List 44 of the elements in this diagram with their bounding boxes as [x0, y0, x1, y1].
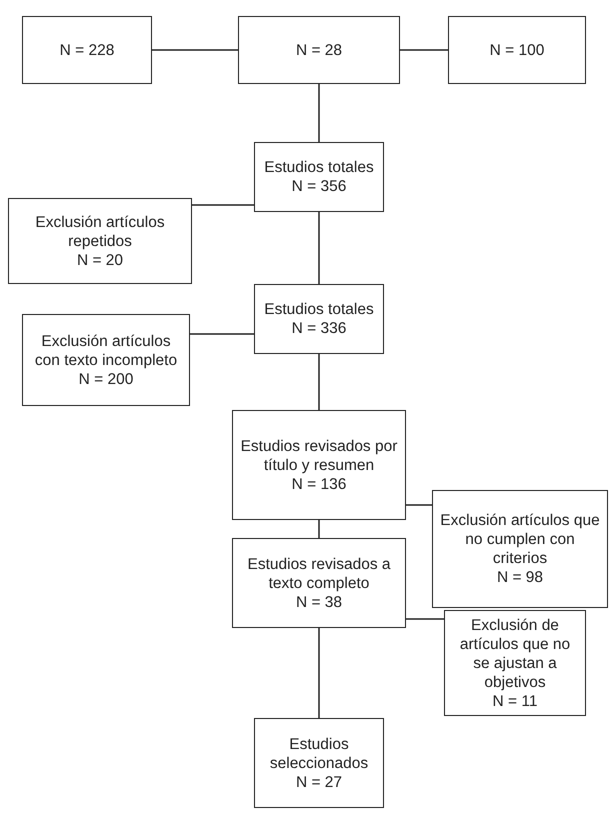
box-text: Estudios revisados por título y resumen [240, 436, 398, 474]
box-text: N = 28 [296, 40, 342, 60]
connector-line [152, 49, 238, 51]
box-text: N = 11 [492, 692, 538, 710]
process-box [254, 142, 384, 212]
connector-line [318, 520, 320, 538]
connector-line [318, 212, 320, 284]
process-box [448, 16, 586, 84]
connector-line [318, 84, 320, 142]
box-text: Estudios totales [264, 158, 374, 177]
process-box [8, 198, 192, 284]
process-box [22, 314, 190, 406]
box-text: Estudios seleccionados [268, 734, 370, 772]
process-box [432, 490, 608, 608]
box-text: N = 100 [490, 40, 544, 60]
process-box [22, 16, 152, 84]
box-text: Exclusión de artículos que no se ajustan a objetivos [458, 616, 572, 692]
process-box [232, 538, 406, 628]
connector-line [318, 628, 320, 718]
box-text: N = 136 [292, 474, 346, 494]
box-text: N = 98 [496, 568, 544, 587]
process-box [254, 718, 384, 808]
box-text: N = 27 [296, 772, 342, 792]
connector-line [400, 49, 448, 51]
box-text: N = 38 [296, 592, 342, 612]
process-box [238, 16, 400, 84]
box-text: Exclusión artículos repetidos [34, 212, 166, 250]
connector-line [406, 504, 432, 506]
process-box [254, 284, 384, 354]
box-text: N = 336 [292, 319, 346, 338]
box-text: N = 228 [60, 40, 114, 60]
box-text: Estudios totales [264, 300, 374, 319]
box-text: Exclusión artículos con texto incompleto [34, 332, 178, 370]
box-text: N = 200 [78, 370, 134, 388]
box-text: Exclusión artículos que no cumplen con criterios [439, 511, 601, 568]
box-text: N = 20 [76, 250, 124, 270]
connector-line [406, 618, 444, 620]
box-text: N = 356 [292, 177, 346, 196]
connector-line [190, 333, 254, 335]
connector-line [192, 204, 254, 206]
connector-line [318, 354, 320, 410]
box-text: Estudios revisados a texto completo [246, 554, 392, 592]
process-box [232, 410, 406, 520]
process-box [444, 610, 586, 716]
